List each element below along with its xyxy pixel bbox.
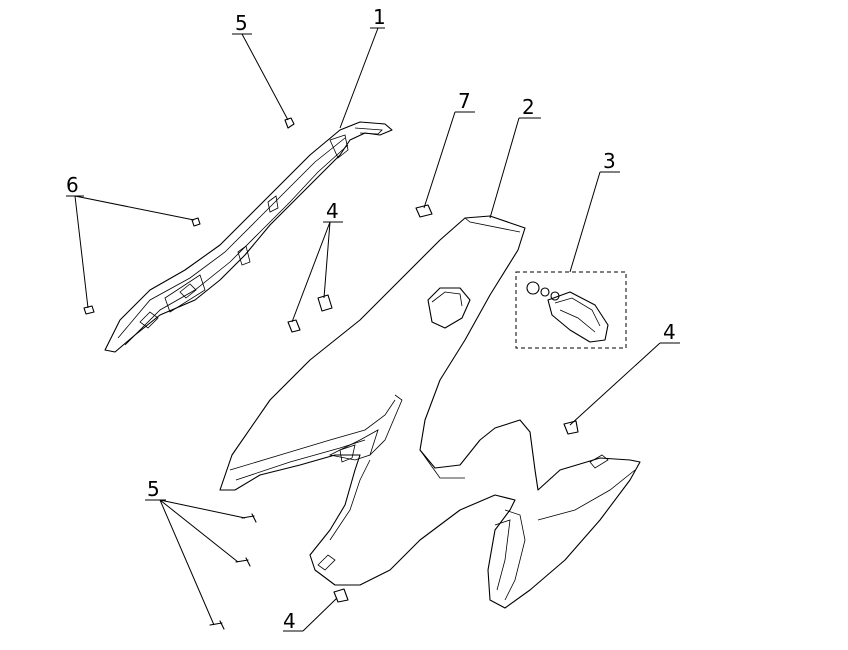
callout-7: 7 [458,89,471,113]
part-1-bracket [104,121,393,353]
leader-lines [66,27,680,632]
fastener-6-lower [83,305,95,315]
callout-4-upper: 4 [326,199,339,223]
callout-2: 2 [522,95,535,119]
part-2-side-cover [219,215,641,609]
part-3-assembly [515,271,627,349]
fastener-7 [415,204,433,218]
callout-5-bottom: 5 [147,477,160,501]
clip-4-bottom [333,588,349,603]
fastener-5-top [284,117,295,129]
callout-1: 1 [373,5,386,29]
callout-6: 6 [66,173,79,197]
clip-4-right [563,420,579,435]
fastener-6-upper [191,217,201,227]
callout-4-bottom: 4 [283,609,296,633]
part-3-dashed-box [515,271,627,349]
screw-5-b [235,557,251,567]
callout-4-right: 4 [663,320,676,344]
clip-4-upper-a [317,294,333,312]
screw-5-c [209,620,225,630]
callout-3: 3 [603,149,616,173]
clip-4-upper-b [287,319,301,333]
callout-5-top: 5 [235,11,248,35]
